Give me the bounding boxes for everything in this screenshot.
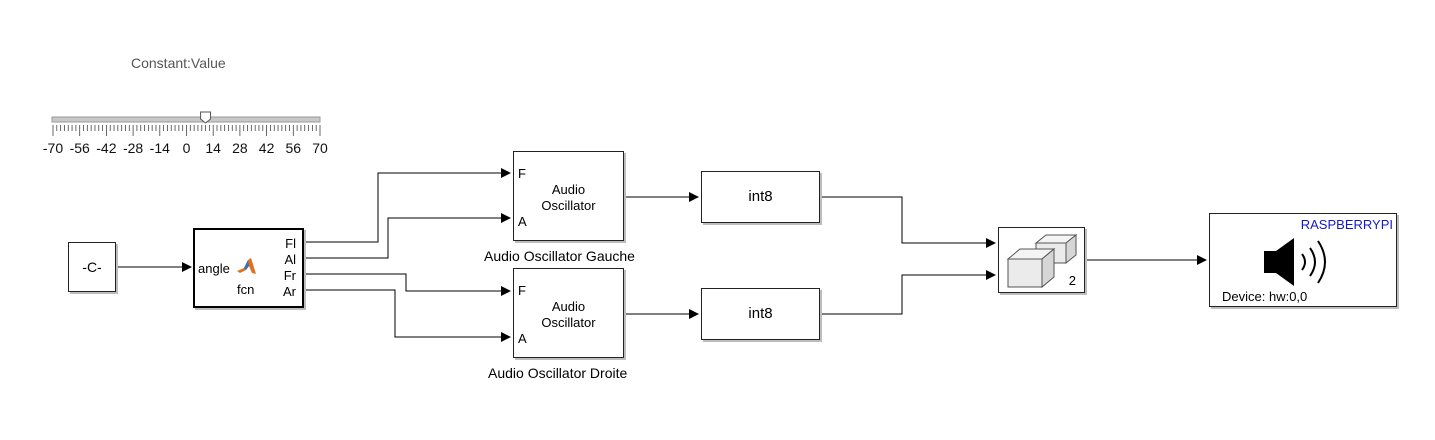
slider-tick-label: 42 — [258, 140, 275, 156]
int8-convert-top-block[interactable]: int8 — [701, 171, 820, 223]
raspberrypi-label: RASPBERRYPI — [1300, 217, 1393, 232]
wire-int8-top-to-concat[interactable] — [820, 196, 996, 248]
osc-right-port-a: A — [518, 331, 527, 346]
osc-left-port-f: F — [518, 166, 526, 181]
slider-track[interactable] — [51, 116, 321, 123]
slider-thumb[interactable] — [200, 111, 212, 124]
fcn-output-al: Al — [284, 252, 296, 267]
osc-left-port-a: A — [518, 214, 527, 229]
wire-fl[interactable] — [303, 168, 511, 243]
slider-tick-label: -56 — [69, 140, 90, 156]
audio-playback-block[interactable]: RASPBERRYPI Device: hw:0,0 — [1209, 213, 1397, 307]
matlab-logo-icon — [237, 258, 256, 274]
slider-tick-label: -14 — [149, 140, 170, 156]
fcn-output-fr: Fr — [283, 268, 296, 283]
osc-right-caption: Audio Oscillator Droite — [488, 365, 628, 381]
slider-tick-label: 0 — [182, 140, 191, 156]
slider-tick-label: 28 — [232, 140, 248, 156]
slider-title: Constant:Value — [131, 55, 226, 71]
int8-bottom-label: int8 — [748, 305, 773, 322]
constant-block[interactable]: -C- — [68, 242, 116, 292]
slider-tick-label: 70 — [312, 140, 328, 156]
fcn-output-fl: Fl — [285, 236, 296, 251]
fcn-output-ar: Ar — [283, 284, 296, 299]
wire-al[interactable] — [303, 213, 511, 259]
fcn-name: fcn — [237, 282, 255, 297]
slider-tick-label: -28 — [122, 140, 144, 156]
osc-right-title-2: Oscillator — [541, 315, 596, 330]
int8-top-label: int8 — [748, 188, 773, 205]
slider-tick-label: -42 — [96, 140, 117, 156]
osc-right-title-1: Audio — [551, 299, 586, 314]
audio-oscillator-right-block[interactable]: F A Audio Oscillator — [513, 268, 624, 358]
osc-left-title-1: Audio — [551, 182, 586, 197]
wire-int8-bottom-to-concat[interactable] — [820, 270, 996, 315]
constant-label: -C- — [82, 259, 102, 275]
matrix-concatenate-block[interactable]: 2 — [998, 227, 1085, 293]
matlab-function-block[interactable]: angle fcn Fl Al Fr Ar — [193, 228, 304, 308]
slider-ticks — [52, 125, 321, 136]
concatenate-cubes-icon — [1006, 233, 1078, 289]
concatenate-count: 2 — [1068, 273, 1076, 288]
osc-right-port-f: F — [518, 283, 526, 298]
speaker-icon — [1264, 238, 1326, 286]
osc-left-title-2: Oscillator — [541, 198, 596, 213]
audio-oscillator-left-block[interactable]: F A Audio Oscillator — [513, 151, 624, 241]
slider-tick-label: -70 — [42, 140, 64, 156]
osc-left-caption: Audio Oscillator Gauche — [484, 248, 635, 264]
slider-tick-label: 14 — [205, 140, 221, 156]
device-label: Device: hw:0,0 — [1222, 289, 1308, 304]
slider-tick-label: 56 — [285, 140, 302, 156]
int8-convert-bottom-block[interactable]: int8 — [701, 288, 820, 340]
wire-ar[interactable] — [303, 289, 511, 342]
slider-widget[interactable] — [51, 111, 321, 136]
fcn-input-port-label: angle — [198, 261, 230, 276]
wire-fr[interactable] — [303, 273, 511, 296]
